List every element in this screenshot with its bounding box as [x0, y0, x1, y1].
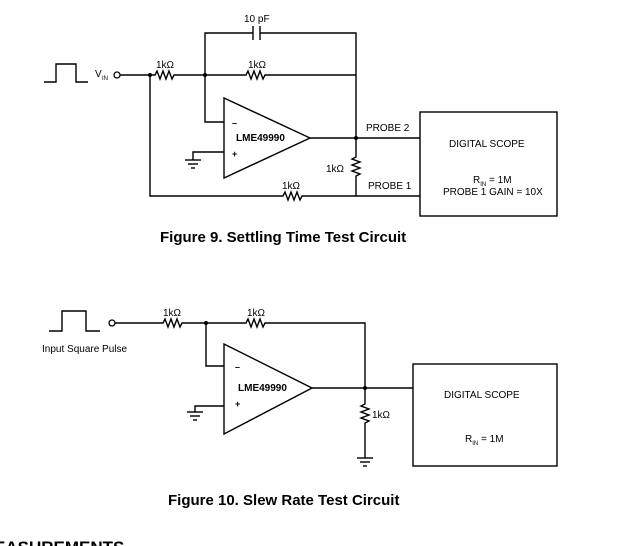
vin-subscript: IN	[102, 76, 108, 82]
capacitor-label: 10 pF	[244, 14, 270, 25]
r-in-resistor	[158, 317, 206, 329]
opamp-minus: –	[232, 118, 237, 128]
input-pulse-symbol	[49, 310, 100, 332]
r-feedback-resistor	[205, 69, 356, 81]
r-feedback-resistor	[206, 317, 366, 388]
scope-probe-gain: PROBE 1 GAIN = 10X	[443, 187, 543, 198]
scope-title: DIGITAL SCOPE	[449, 139, 525, 150]
opamp-label: LME49990	[236, 133, 285, 144]
input-square-pulse-label: Input Square Pulse	[42, 344, 127, 355]
section-heading-fragment: EASUREMENTS	[0, 538, 124, 546]
r-probe-resistor	[350, 138, 420, 197]
figure-9: V IN 1kΩ 1kΩ 10 pF – + LME49990	[44, 14, 558, 246]
probe2-label: PROBE 2	[366, 123, 410, 134]
scope-rin: RIN = 1M	[473, 175, 512, 188]
vin-label: V	[95, 69, 102, 80]
scope-rin: RIN = 1M	[465, 434, 504, 447]
input-terminal	[113, 71, 121, 79]
scope-title: DIGITAL SCOPE	[444, 390, 520, 401]
probe1-label: PROBE 1	[368, 181, 412, 192]
figure-10: Input Square Pulse 1kΩ 1kΩ – + LME49990 …	[42, 308, 558, 509]
digital-scope-box	[419, 111, 558, 217]
opamp-plus: +	[235, 399, 240, 409]
r-bottom-resistor	[280, 190, 356, 202]
r-in-label: 1kΩ	[156, 60, 175, 71]
r-feedback-label: 1kΩ	[248, 60, 267, 71]
r-in-label: 1kΩ	[163, 308, 182, 319]
input-terminal	[108, 319, 116, 327]
figure10-caption: Figure 10. Slew Rate Test Circuit	[168, 492, 399, 509]
r-in-resistor	[150, 69, 205, 81]
opamp-label: LME49990	[238, 383, 287, 394]
r-load-label: 1kΩ	[372, 410, 391, 421]
opamp-plus: +	[232, 149, 237, 159]
digital-scope-box	[412, 363, 558, 467]
figure9-caption: Figure 9. Settling Time Test Circuit	[160, 229, 406, 246]
input-node	[148, 73, 152, 77]
r-bottom-label: 1kΩ	[282, 181, 301, 192]
input-pulse-symbol	[44, 63, 88, 83]
opamp-triangle	[223, 96, 312, 180]
r-load-resistor	[359, 388, 371, 458]
opamp-minus: –	[235, 362, 240, 372]
r-probe-label: 1kΩ	[326, 164, 345, 175]
opamp-triangle	[223, 342, 314, 436]
r-feedback-label: 1kΩ	[247, 308, 266, 319]
